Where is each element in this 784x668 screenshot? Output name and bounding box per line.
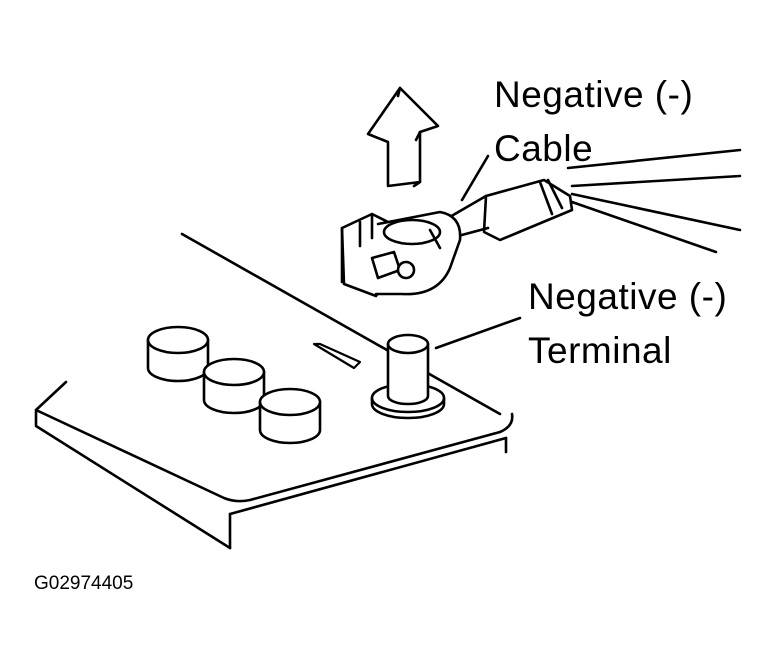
negative-terminal-post <box>370 333 446 420</box>
terminal-leader-line <box>434 316 522 350</box>
cable-label-line-2: Cable <box>494 128 594 169</box>
cable-clamp <box>340 210 462 298</box>
terminal-label-line-1: Negative (-) <box>528 276 728 317</box>
cable-label-line-1: Negative (-) <box>494 74 694 115</box>
figure-code: G02974405 <box>34 573 134 594</box>
negative-cable <box>446 148 742 254</box>
cable-leader-line <box>460 154 490 202</box>
terminal-label-line-2: Terminal <box>528 330 672 371</box>
filler-cap <box>146 325 210 383</box>
filler-cap <box>258 387 322 445</box>
battery <box>34 232 514 550</box>
vent-slot <box>312 342 362 370</box>
filler-caps <box>146 325 322 445</box>
filler-cap <box>202 357 266 415</box>
up-arrow-icon <box>366 86 440 188</box>
